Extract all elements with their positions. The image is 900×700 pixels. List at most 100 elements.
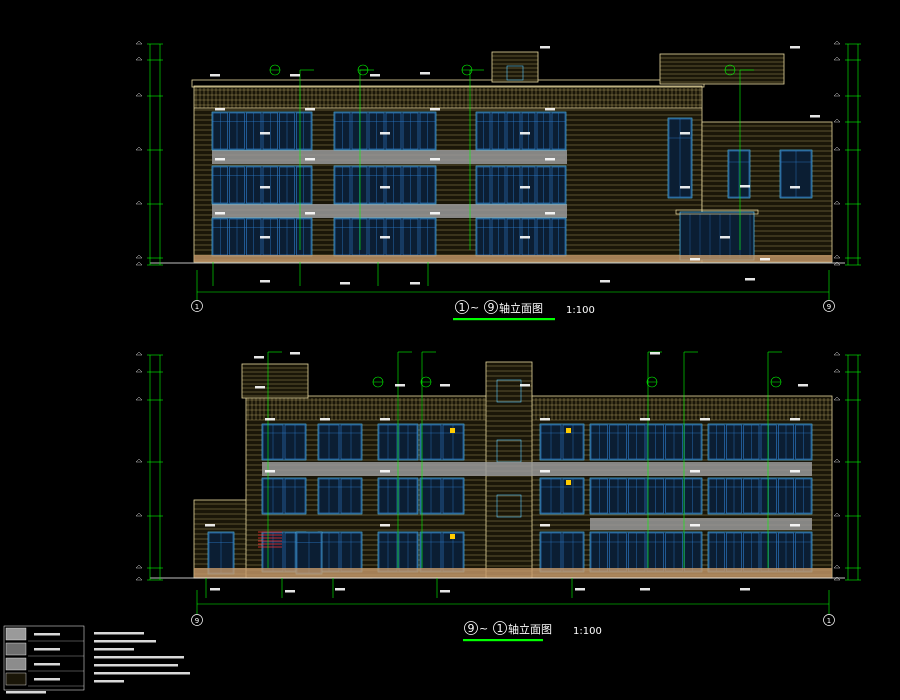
annotation-text (790, 418, 800, 421)
level-marker (833, 368, 841, 373)
annotation-text (290, 74, 300, 77)
stair-window (496, 379, 522, 403)
annotation-text (285, 590, 295, 593)
annotation-text (520, 384, 530, 387)
accent-mark (450, 428, 455, 433)
bottom-elevation-title: 9 ~ 1 轴立面图 1:100 (463, 621, 602, 642)
annotation-text (265, 418, 275, 421)
general-note-line (94, 648, 134, 651)
window-band (589, 423, 703, 461)
annotation-text (740, 185, 750, 188)
title-axis-start: 1 (459, 301, 466, 314)
axis-label-left: 1 (195, 303, 199, 311)
level-marker (135, 40, 143, 45)
annotation-text (798, 384, 808, 387)
annotation-text (690, 524, 700, 527)
general-note-line (94, 656, 184, 659)
annotation-text (260, 132, 270, 135)
annotation-text (430, 158, 440, 161)
level-marker (833, 56, 841, 61)
annotation-text (380, 418, 390, 421)
annotation-text (420, 72, 430, 75)
axis-bubble-right (823, 614, 835, 626)
floor-panel-band (590, 518, 812, 530)
window-band (333, 111, 437, 151)
axis-bubble-left (191, 614, 203, 626)
annotation-text (215, 108, 225, 111)
annotation-text (260, 280, 270, 283)
general-note-line (94, 640, 156, 643)
annotation-text (520, 186, 530, 189)
stair-window (496, 494, 522, 518)
top-elevation-drawing (135, 40, 861, 293)
level-marker (135, 368, 143, 373)
level-marker (833, 351, 841, 356)
annotation-text (520, 236, 530, 239)
level-marker (135, 254, 143, 259)
level-marker (833, 118, 841, 123)
annotation-text (335, 588, 345, 591)
accent-mark (566, 480, 571, 485)
window-band (317, 531, 363, 573)
annotation-text (545, 212, 555, 215)
left-tower (241, 363, 309, 399)
annotation-text (790, 186, 800, 189)
annotation-text (540, 418, 550, 421)
level-marker (833, 396, 841, 401)
annotation-text (380, 132, 390, 135)
general-note-line (94, 680, 124, 683)
level-marker (833, 254, 841, 259)
title-axis-start: 9 (468, 622, 475, 635)
title-underline (453, 318, 555, 321)
annotation-text (430, 108, 440, 111)
legend-label (34, 663, 60, 666)
window-band (261, 423, 307, 461)
annotation-text (540, 470, 550, 473)
window-band (707, 531, 813, 573)
window-band (539, 477, 585, 515)
title-axis-bubble-end (484, 300, 498, 314)
window-band (589, 477, 703, 515)
annotation-text (720, 236, 730, 239)
annotation-text (305, 212, 315, 215)
title-axis-bubble-end (493, 621, 507, 635)
axis-bubble-left (191, 300, 203, 312)
legend-swatch (5, 657, 27, 671)
floor-panel-band (212, 204, 567, 218)
annotation-text (340, 282, 350, 285)
level-marker (135, 512, 143, 517)
annotation-text (440, 590, 450, 593)
level-marker (833, 261, 841, 266)
annotation-text (680, 132, 690, 135)
window-band (419, 477, 465, 515)
window-band (211, 111, 313, 151)
annotation-text (650, 352, 660, 355)
window-band (475, 165, 567, 205)
legend-swatch (5, 672, 27, 686)
level-marker (833, 576, 841, 581)
bottom-elevation-drawing (135, 351, 861, 605)
legend-label (34, 648, 60, 651)
title-scale: 1:100 (573, 626, 602, 637)
legend-swatch (5, 627, 27, 641)
annotation-text (305, 158, 315, 161)
level-marker (135, 200, 143, 205)
window-band (317, 423, 363, 461)
window-band (707, 477, 813, 515)
window-band (419, 423, 465, 461)
annotation-text (205, 524, 215, 527)
level-marker (833, 512, 841, 517)
annotation-text (255, 386, 265, 389)
annotation-text (810, 115, 820, 118)
annotation-text (380, 186, 390, 189)
top-axis-markers: 1 9 (191, 270, 835, 312)
annotation-text (395, 384, 405, 387)
title-axis-end: 1 (497, 622, 504, 635)
legend-label (34, 678, 60, 681)
general-note-line (94, 672, 190, 675)
level-marker (135, 564, 143, 569)
axis-label-left: 9 (195, 617, 199, 625)
floor-panel-band (262, 462, 812, 476)
annotation-text (260, 236, 270, 239)
penthouse-window (506, 65, 524, 81)
